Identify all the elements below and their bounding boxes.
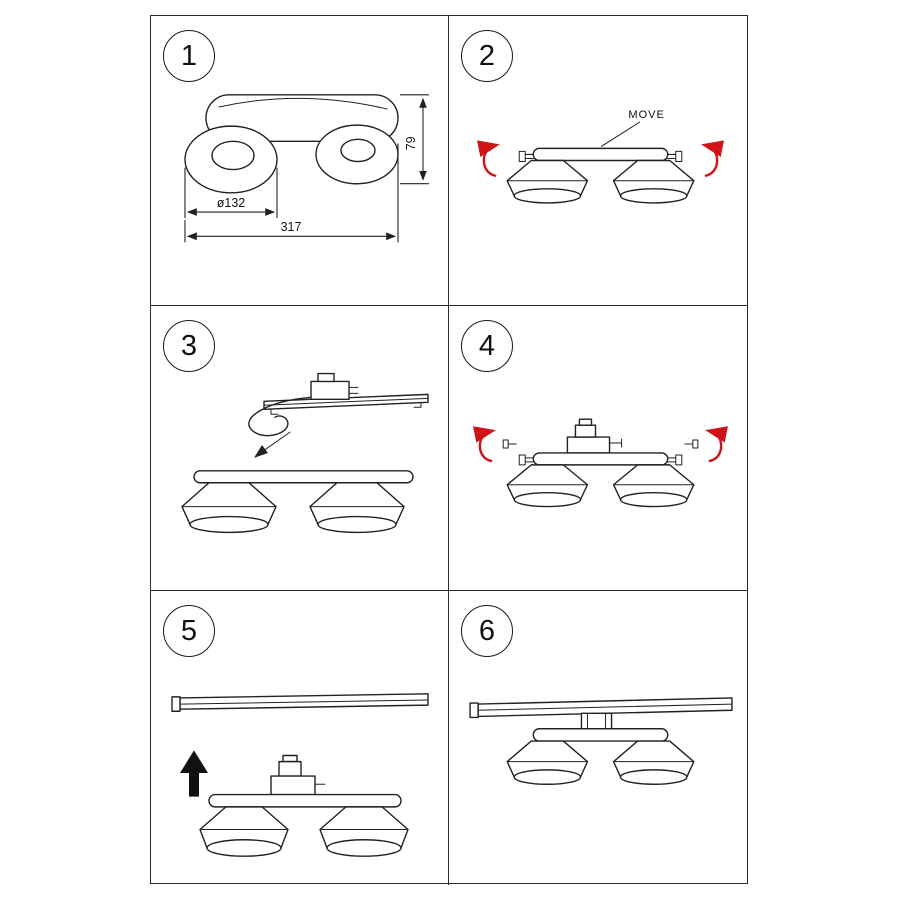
fixture-front-view [184,94,399,194]
step-number: 3 [180,329,198,362]
illustration-step-1: 79 ø132 317 [184,94,429,243]
panel-step-3: 3 [151,306,449,591]
illustration-step-2: MOVE [476,109,725,204]
track-rail [171,693,429,712]
illustration-step-3 [181,372,429,534]
track-adapter [580,712,613,730]
panel-step-5: 5 [151,591,449,885]
fixture-side-view [181,470,414,534]
track-adapter [566,418,623,454]
step-number: 1 [180,39,198,72]
step-number-badge: 3 [163,320,215,372]
step-number: 2 [478,39,496,72]
illustration-step-5 [171,693,429,857]
dimension-width: 317 [184,143,399,243]
insert-arrow-icon [254,431,291,458]
screw-left-icon [502,439,517,449]
fixture-side-view [506,452,695,508]
dimension-height-label: 79 [404,136,418,150]
power-cable [248,396,312,437]
dimension-width-label: 317 [281,220,302,234]
move-annotation: MOVE [601,109,664,147]
step-number: 6 [478,614,496,647]
step-number: 5 [180,614,198,647]
step-number-badge: 1 [163,30,215,82]
mounting-plate [263,393,429,415]
fixture-side-view [199,793,409,857]
step-number: 4 [478,329,496,362]
step-number-badge: 4 [461,320,513,372]
track-rail [469,697,733,719]
rotation-arrow-right-icon [705,426,729,463]
dimension-height: 79 [400,94,429,185]
step-number-badge: 5 [163,605,215,657]
instruction-sheet: 1 79 ø [150,15,748,885]
up-arrow-icon [180,750,208,797]
dimension-diameter-label: ø132 [217,196,245,210]
panel-step-6: 6 [449,591,747,885]
move-label: MOVE [628,109,664,121]
track-adapter [270,754,326,796]
panel-step-1: 1 79 ø [151,16,449,306]
fixture-side-view [506,728,695,785]
illustration-step-6 [469,697,733,785]
illustration-step-4 [472,418,729,508]
step-number-badge: 2 [461,30,513,82]
rotation-arrow-left-icon [472,426,496,463]
panel-step-2: 2 MOVE [449,16,747,306]
track-adapter [310,372,359,401]
step-number-badge: 6 [461,605,513,657]
screw-right-icon [684,439,699,449]
rotation-arrow-right-icon [701,140,725,177]
rotation-arrow-left-icon [476,140,500,177]
fixture-side-view [506,147,695,204]
dimension-diameter: ø132 [184,167,278,219]
panel-step-4: 4 [449,306,747,591]
